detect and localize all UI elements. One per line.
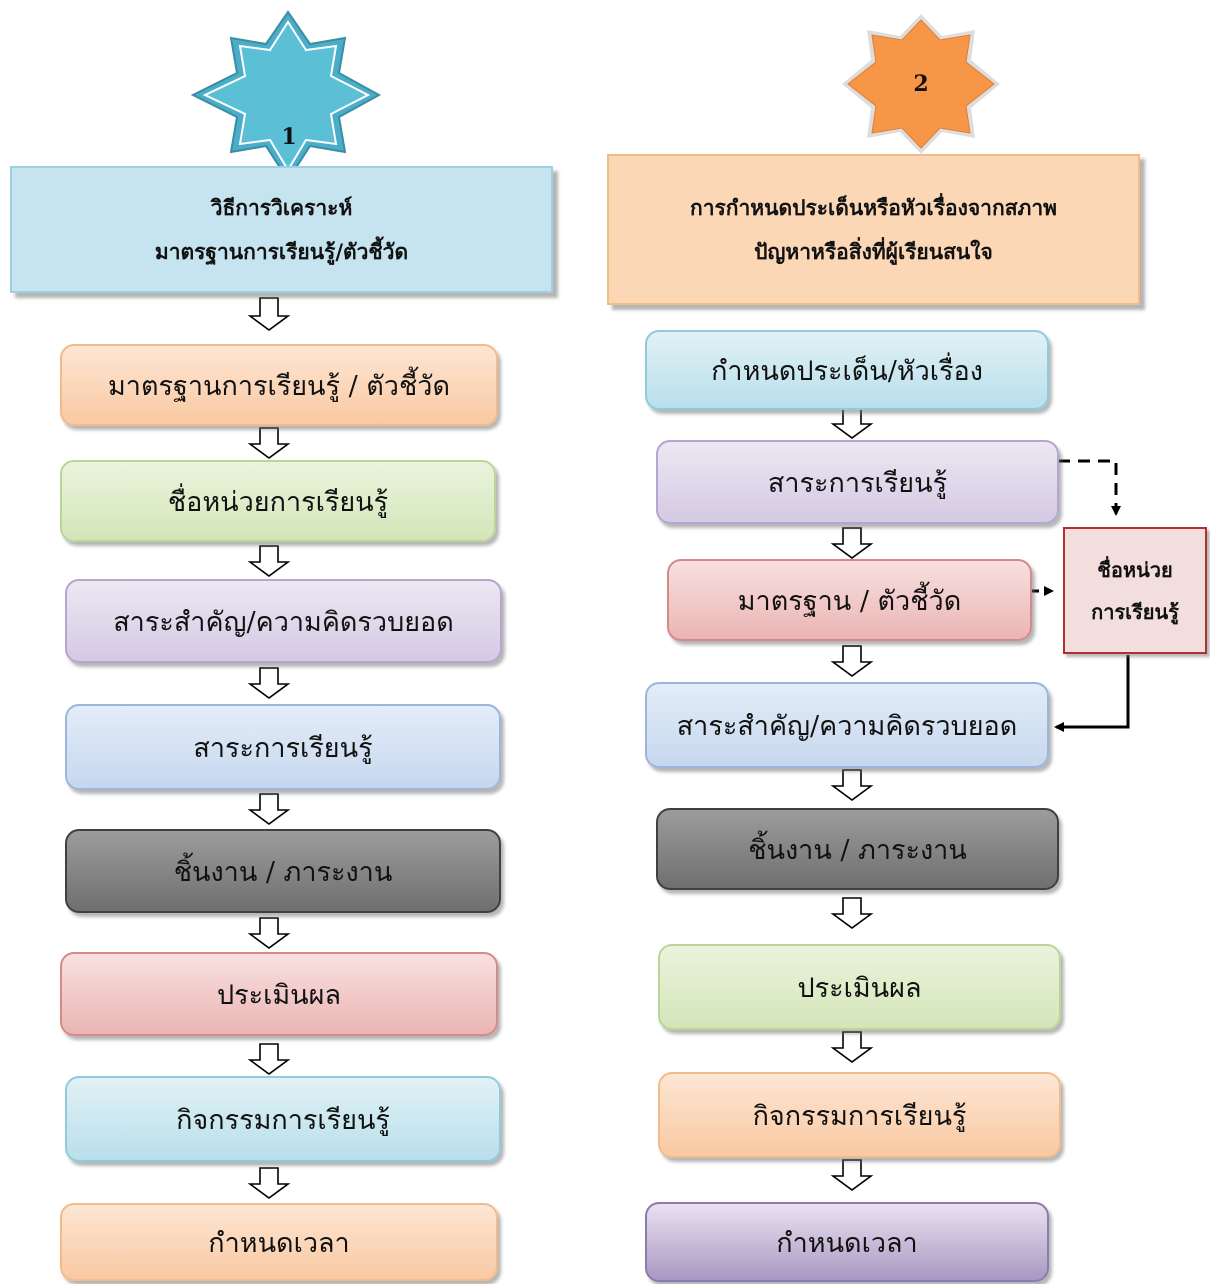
left-arrows (247, 297, 291, 1199)
right-step-activities: กิจกรรมการเรียนรู้ (658, 1072, 1061, 1158)
left-step-unit-name: ชื่อหน่วยการเรียนรู้ (60, 460, 496, 542)
header-left-line2: มาตรฐานการเรียนรู้/ตัวชี้วัด (154, 238, 409, 264)
left-step-work-task: ชิ้นงาน / ภาระงาน (65, 829, 501, 913)
right-step-time: กำหนดเวลา (645, 1202, 1049, 1282)
right-arrows (830, 407, 874, 1191)
unit-name-box: ชื่อหน่วย การเรียนรู้ (1063, 527, 1207, 654)
down-arrow-icon (247, 793, 291, 825)
down-arrow-icon (247, 297, 291, 331)
unit-name-line1: ชื่อหน่วย (1097, 557, 1173, 582)
unit-name-line2: การเรียนรู้ (1091, 599, 1179, 624)
down-arrow-icon (830, 897, 874, 929)
right-step-standard: มาตรฐาน / ตัวชี้วัด (667, 559, 1032, 641)
dashed-connector (1058, 459, 1121, 516)
left-step-time: กำหนดเวลา (60, 1203, 498, 1281)
down-arrow-icon (247, 667, 291, 699)
down-arrow-icon (830, 1031, 874, 1063)
left-step-learning-content: สาระการเรียนรู้ (65, 704, 501, 790)
header-right-line2: ปัญหาหรือสิ่งที่ผู้เรียนสนใจ (754, 238, 993, 264)
header-left: วิธีการวิเคราะห์ มาตรฐานการเรียนรู้/ตัวช… (10, 166, 553, 293)
down-arrow-icon (830, 407, 874, 439)
right-step-work-task: ชิ้นงาน / ภาระงาน (656, 808, 1059, 890)
down-arrow-icon (830, 527, 874, 559)
down-arrow-icon (830, 645, 874, 677)
down-arrow-icon (247, 427, 291, 459)
right-step-topic: กำหนดประเด็น/หัวเรื่อง (645, 330, 1049, 410)
left-step-evaluation: ประเมินผล (60, 952, 498, 1036)
badge-number-left: 1 (281, 124, 297, 150)
header-right: การกำหนดประเด็นหรือหัวเรื่องจากสภาพ ปัญห… (607, 154, 1140, 305)
header-right-line1: การกำหนดประเด็นหรือหัวเรื่องจากสภาพ (690, 194, 1057, 220)
down-arrow-icon (830, 1159, 874, 1191)
right-step-key-concept: สาระสำคัญ/ความคิดรวบยอด (645, 682, 1049, 768)
badge-number-right: 2 (913, 71, 929, 97)
solid-connector (1054, 655, 1130, 732)
down-arrow-icon (247, 917, 291, 949)
left-step-activities: กิจกรรมการเรียนรู้ (65, 1076, 501, 1162)
down-arrow-icon (247, 545, 291, 577)
right-step-evaluation: ประเมินผล (658, 944, 1061, 1030)
down-arrow-icon (830, 769, 874, 801)
right-step-learning-content: สาระการเรียนรู้ (656, 440, 1059, 524)
left-step-key-concept: สาระสำคัญ/ความคิดรวบยอด (65, 579, 502, 663)
star-badge-right (842, 14, 1000, 154)
star-badge-left (190, 10, 382, 182)
header-left-line1: วิธีการวิเคราะห์ (210, 194, 353, 220)
left-step-standard: มาตรฐานการเรียนรู้ / ตัวชี้วัด (60, 344, 498, 426)
down-arrow-icon (247, 1043, 291, 1075)
down-arrow-icon (247, 1167, 291, 1199)
